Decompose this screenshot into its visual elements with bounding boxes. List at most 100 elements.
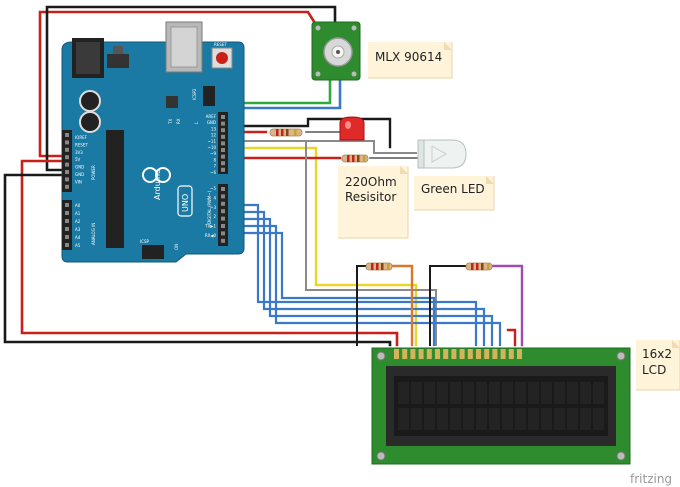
digital-pin-label: 7	[213, 164, 216, 169]
header-pin	[221, 167, 225, 172]
green-led	[417, 139, 467, 169]
power-section-label: POWER	[91, 165, 96, 180]
lcd-pin	[484, 349, 490, 359]
header-pin	[221, 121, 225, 126]
header-pin	[221, 115, 225, 119]
lcd-cell	[580, 382, 591, 404]
note-resistor-line1: 220Ohm	[345, 175, 397, 189]
note-resistor: 220Ohm Resisitor	[338, 166, 409, 239]
digital-pin-label: ~10	[208, 145, 217, 150]
lcd-cell	[567, 382, 578, 404]
note-mlx: MLX 90614	[368, 42, 453, 79]
header-pin	[65, 184, 69, 189]
lcd-cell	[398, 382, 409, 404]
wire-d2	[222, 224, 502, 347]
header-pin	[65, 219, 69, 223]
header-pin	[65, 155, 69, 160]
header-pin	[221, 141, 225, 146]
resistor-1	[269, 128, 303, 137]
rx-label: RX	[176, 118, 181, 124]
lcd-cell	[528, 408, 539, 430]
note-led-text: Green LED	[421, 182, 485, 196]
lcd-character-cells	[398, 382, 604, 430]
header-pin	[221, 231, 225, 236]
lcd-cell	[450, 408, 461, 430]
lcd-cell	[398, 408, 409, 430]
lcd-cell	[476, 408, 487, 430]
header-pin	[221, 224, 225, 228]
lcd-cell	[567, 408, 578, 430]
lcd-cell	[515, 408, 526, 430]
note-mlx-text: MLX 90614	[375, 50, 442, 64]
wire-lcd-black2	[429, 265, 467, 346]
lcd-pin	[394, 349, 399, 359]
lcd-cell	[476, 382, 487, 404]
reset-label: RESET	[214, 42, 227, 47]
atmega-chip	[106, 130, 124, 248]
header-pin	[65, 227, 69, 231]
lcd-pin	[410, 349, 416, 359]
lcd-cell	[593, 408, 604, 430]
wire-lcd-red-bl	[506, 328, 517, 347]
digital-header-bottom	[218, 184, 228, 246]
lcd-cell	[528, 382, 539, 404]
note-lcd-line2: LCD	[642, 363, 666, 377]
header-pin	[65, 211, 69, 215]
digital-pin-label: TX▶1	[204, 224, 216, 229]
arduino-board: RESET ICSP2 TX RX L Arduino UNO ICSP ON	[61, 21, 245, 263]
capacitor	[79, 111, 101, 133]
power-pin-label: 3V3	[75, 150, 83, 155]
analog-section-label: ANALOG IN	[91, 223, 96, 245]
header-pin	[221, 154, 225, 159]
digital-pin-label: 2	[213, 214, 216, 219]
fritzing-watermark: fritzing	[630, 472, 672, 486]
wire-sda	[222, 78, 332, 105]
arduino-logo	[142, 167, 171, 183]
header-pin	[221, 187, 225, 191]
note-lcd: 16x2 LCD	[636, 340, 680, 391]
digital-pin-label: ~11	[208, 139, 217, 144]
header-pin	[221, 148, 225, 152]
wire-5v-lcd	[20, 159, 399, 347]
wire-d4	[222, 210, 486, 347]
power-pin-label: GND	[75, 165, 84, 170]
power-pin-label: IOREF	[75, 135, 88, 140]
lcd-cell	[424, 382, 435, 404]
resistor-2	[341, 154, 369, 163]
header-pin	[65, 162, 69, 167]
digital-pin-label: 4	[213, 195, 216, 200]
wire-lcd-rs1	[356, 265, 367, 346]
power-header	[62, 130, 72, 192]
lcd-cell	[463, 382, 474, 404]
lcd-pin	[418, 349, 424, 359]
analog-pin-label: A2	[75, 219, 81, 224]
resistor-3	[365, 262, 393, 271]
lcd-cell	[437, 382, 448, 404]
wire-gnd-led	[222, 117, 392, 149]
lcd-module	[371, 347, 631, 465]
digital-pin-label: RX◀0	[205, 233, 217, 238]
analog-header	[62, 200, 72, 250]
lcd-pin	[443, 349, 449, 359]
lcd-pin	[476, 349, 481, 359]
power-pin-label: RESET	[75, 142, 88, 147]
lcd-cell	[515, 382, 526, 404]
header-pin	[65, 140, 69, 145]
lcd-pins	[394, 349, 522, 359]
digital-pin-label: ~5	[210, 186, 216, 191]
header-pin	[65, 235, 69, 239]
analog-pin-label: A0	[75, 203, 81, 208]
header-pin	[65, 133, 69, 137]
note-led: Green LED	[414, 176, 495, 211]
lcd-cell	[489, 382, 500, 404]
lcd-cell	[593, 382, 604, 404]
note-resistor-line2: Resisitor	[345, 190, 396, 204]
icsp-label: ICSP	[140, 239, 150, 244]
lcd-cell	[463, 408, 474, 430]
header-pin	[221, 216, 225, 221]
lcd-cell	[411, 382, 422, 404]
